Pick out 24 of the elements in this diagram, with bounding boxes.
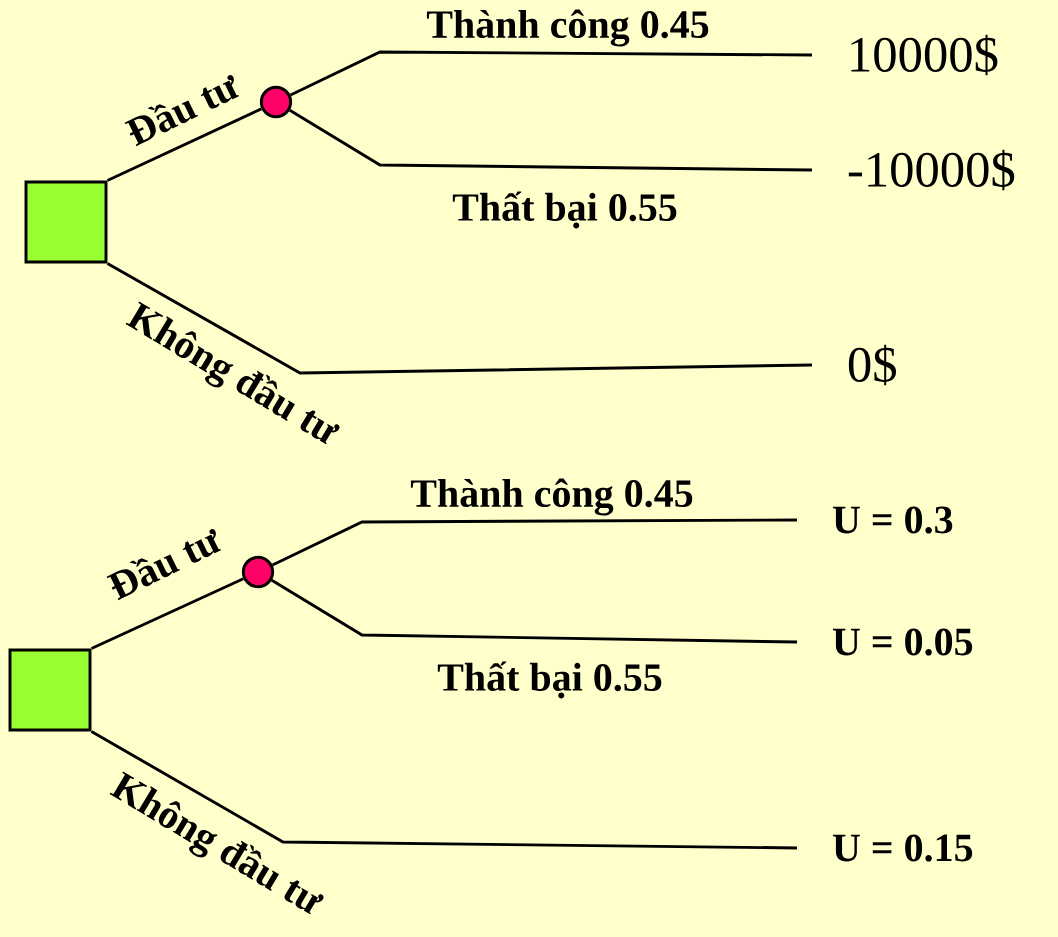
branch-line (271, 518, 797, 567)
branch-label: Thất bại 0.55 (437, 661, 662, 699)
outcome-value: U = 0.15 (832, 834, 973, 862)
outcome-value: U = 0.05 (832, 628, 973, 656)
branch-label: Thất bại 0.55 (452, 191, 677, 229)
decision-square (24, 180, 108, 264)
branch-line (271, 579, 798, 644)
branch-label: Thành công 0.45 (410, 478, 693, 516)
branch-line (289, 109, 813, 172)
outcome-value: 0$ (848, 344, 897, 386)
branch-label: Thành công 0.45 (426, 9, 709, 47)
branch-label: Đầu tư (106, 529, 221, 601)
chance-circle (241, 555, 275, 589)
branch-line (90, 577, 244, 650)
branch-line (106, 107, 262, 182)
branch-label: Đầu tư (124, 75, 239, 147)
branch-line (106, 262, 813, 375)
outcome-value: 10000$ (851, 34, 998, 76)
branch-line (90, 730, 797, 850)
decision-square (8, 648, 92, 732)
outcome-value: -10000$ (848, 149, 1015, 191)
outcome-value: U = 0.3 (832, 506, 953, 534)
chance-circle (259, 85, 293, 119)
branch-line (289, 50, 813, 97)
